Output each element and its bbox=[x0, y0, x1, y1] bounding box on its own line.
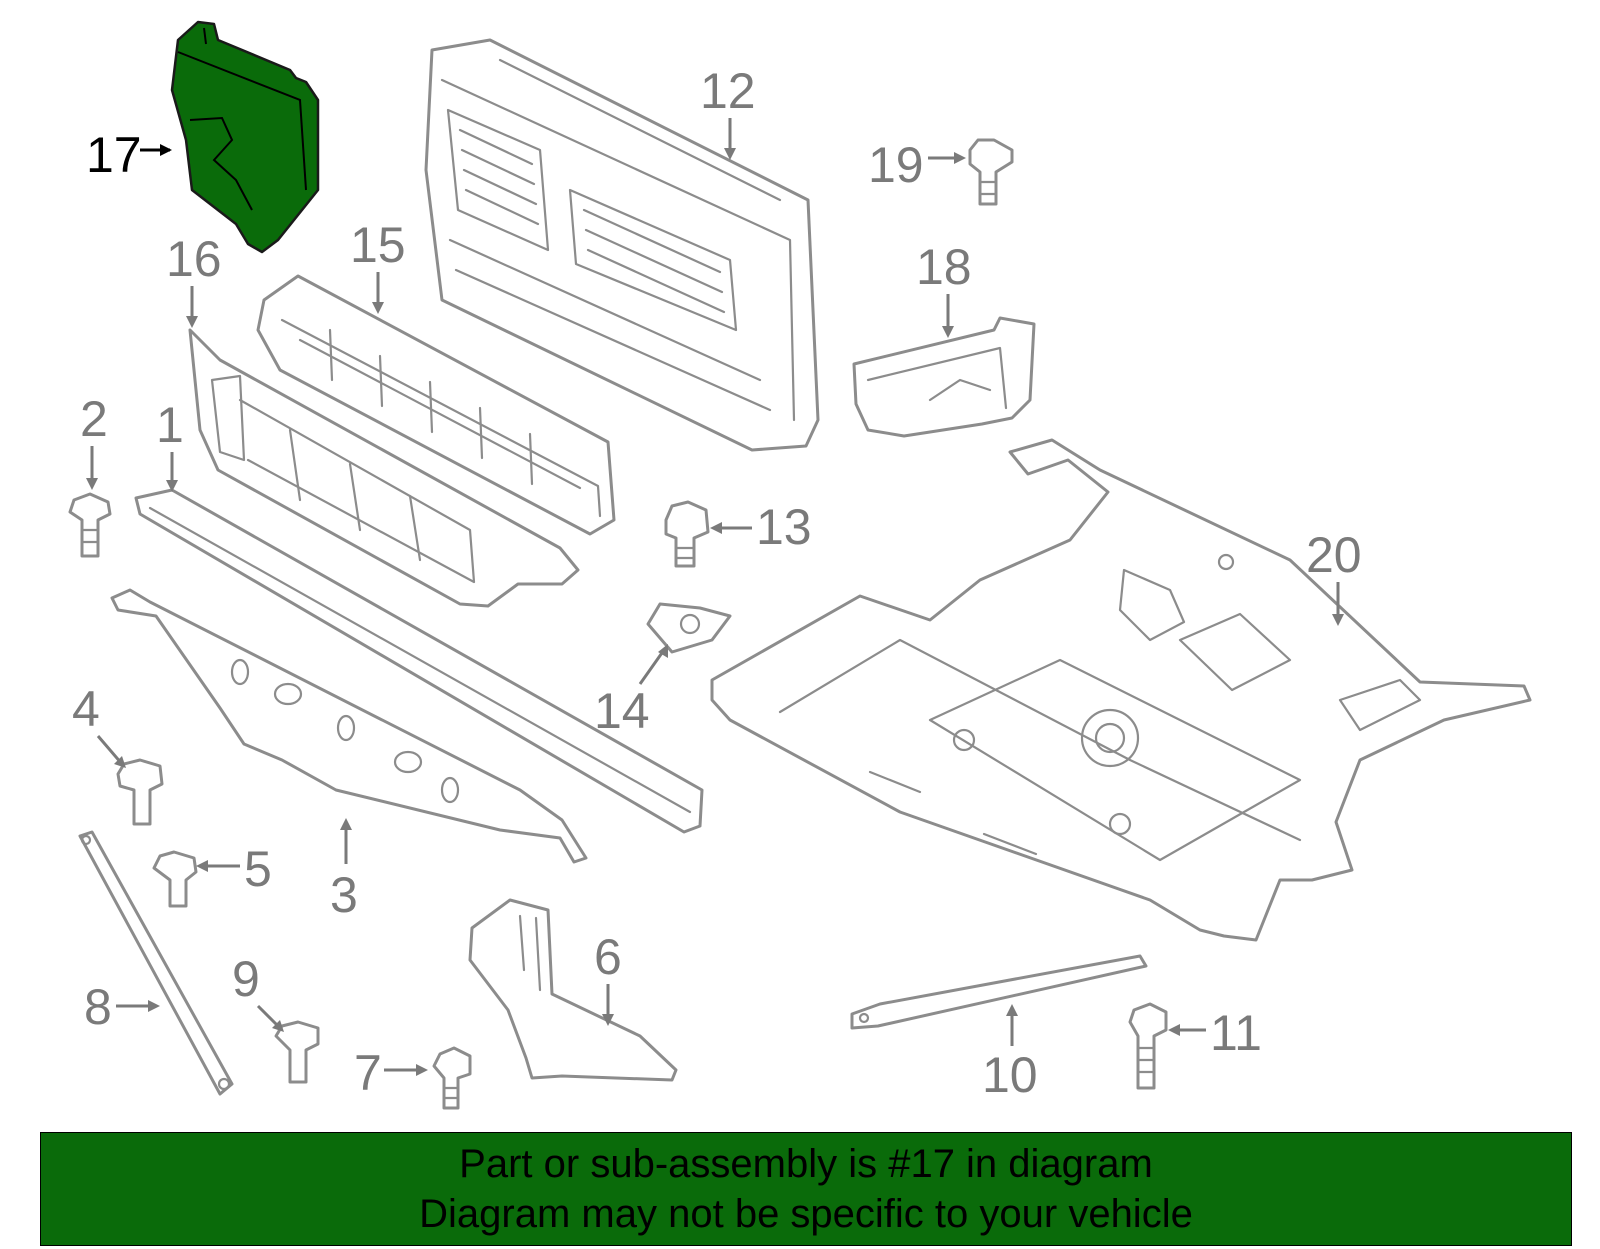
part-2-fastener[interactable] bbox=[68, 492, 112, 558]
banner-line-part: Part or sub-assembly is #17 in diagram bbox=[459, 1142, 1153, 1186]
callout-label-18: 18 bbox=[916, 239, 972, 295]
part-13-fastener[interactable] bbox=[664, 500, 710, 568]
part-9-fastener[interactable] bbox=[274, 1020, 320, 1084]
part-15-grille-frame[interactable] bbox=[256, 274, 616, 536]
callout-19: 19 bbox=[868, 137, 966, 193]
callout-label-7: 7 bbox=[354, 1045, 382, 1101]
callout-label-9: 9 bbox=[232, 951, 260, 1007]
callout-label-5: 5 bbox=[244, 841, 272, 897]
callout-7: 7 bbox=[354, 1045, 428, 1101]
callout-label-2: 2 bbox=[80, 391, 108, 447]
callout-1: 1 bbox=[156, 397, 184, 492]
part-5-fastener[interactable] bbox=[152, 850, 198, 908]
callout-label-15: 15 bbox=[350, 217, 406, 273]
part-8-brace[interactable] bbox=[78, 830, 234, 1096]
callout-20: 20 bbox=[1306, 527, 1362, 626]
callout-label-13: 13 bbox=[756, 499, 812, 555]
part-11-bolt[interactable] bbox=[1128, 1002, 1168, 1090]
callout-label-16: 16 bbox=[166, 231, 222, 287]
callout-4: 4 bbox=[72, 681, 126, 768]
callout-label-20: 20 bbox=[1306, 527, 1362, 583]
part-16-grille-insert[interactable] bbox=[188, 328, 580, 608]
callout-11: 11 bbox=[1168, 1005, 1262, 1061]
callout-15: 15 bbox=[350, 217, 406, 314]
callout-3: 3 bbox=[330, 818, 358, 923]
callout-label-12: 12 bbox=[700, 63, 756, 119]
part-7-fastener[interactable] bbox=[432, 1046, 472, 1110]
callout-16: 16 bbox=[166, 231, 222, 328]
callout-12: 12 bbox=[700, 63, 756, 160]
info-banner: Part or sub-assembly is #17 in diagram D… bbox=[40, 1132, 1572, 1246]
callout-9: 9 bbox=[232, 951, 284, 1032]
callout-8: 8 bbox=[84, 979, 160, 1035]
banner-line-disclaimer: Diagram may not be specific to your vehi… bbox=[419, 1192, 1193, 1236]
part-10-strut[interactable] bbox=[850, 954, 1148, 1030]
callout-2: 2 bbox=[80, 391, 108, 490]
part-4-fastener[interactable] bbox=[116, 758, 164, 826]
part-14-nut-clip[interactable] bbox=[646, 602, 732, 654]
callout-label-6: 6 bbox=[594, 929, 622, 985]
part-19-screw[interactable] bbox=[968, 138, 1014, 206]
parts-diagram: 17 12 19 18 15 16 2 1 13 bbox=[68, 20, 1532, 1110]
callout-10: 10 bbox=[982, 1004, 1038, 1103]
callout-18: 18 bbox=[916, 239, 972, 338]
callout-14: 14 bbox=[594, 644, 668, 739]
part-20-underbody-shield[interactable] bbox=[710, 438, 1532, 942]
part-3-air-deflector[interactable] bbox=[110, 588, 588, 864]
callout-label-4: 4 bbox=[72, 681, 100, 737]
callout-5: 5 bbox=[196, 841, 272, 897]
callout-6: 6 bbox=[594, 929, 622, 1026]
callout-label-19: 19 bbox=[868, 137, 924, 193]
callout-label-10: 10 bbox=[982, 1047, 1038, 1103]
callout-17: 17 bbox=[86, 127, 172, 183]
part-12-radiator-support[interactable] bbox=[424, 38, 820, 452]
callout-label-17: 17 bbox=[86, 127, 142, 183]
callout-13: 13 bbox=[710, 499, 812, 555]
part-6-bracket[interactable] bbox=[468, 898, 678, 1082]
callout-label-14: 14 bbox=[594, 683, 650, 739]
callout-label-11: 11 bbox=[1210, 1005, 1262, 1061]
callout-label-3: 3 bbox=[330, 867, 358, 923]
part-17-air-duct[interactable] bbox=[170, 20, 320, 254]
part-18-duct[interactable] bbox=[852, 316, 1036, 438]
callout-label-1: 1 bbox=[156, 397, 184, 453]
callout-label-8: 8 bbox=[84, 979, 112, 1035]
